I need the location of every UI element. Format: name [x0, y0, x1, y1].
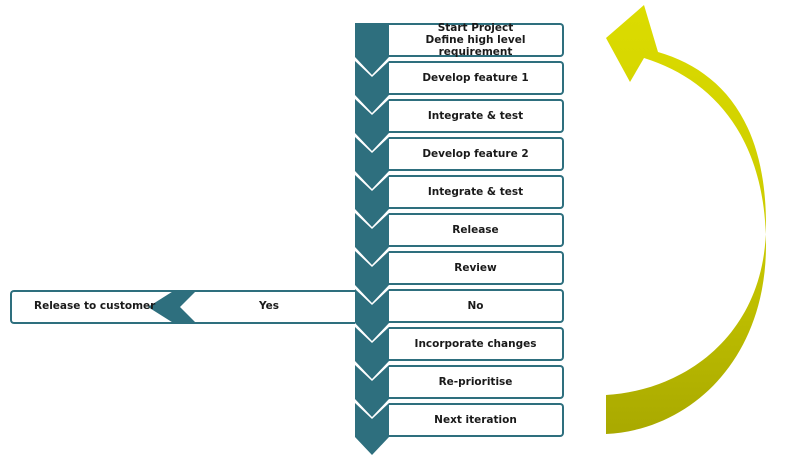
- step-label: Develop feature 1: [422, 72, 529, 84]
- step-label: Release: [452, 224, 499, 236]
- yes-label: Yes: [259, 300, 280, 312]
- step-chevron: [355, 213, 389, 265]
- step-box: No: [389, 289, 564, 323]
- step-box: Develop feature 1: [389, 61, 564, 95]
- step-box: Review: [389, 251, 564, 285]
- step-label: Integrate & test: [427, 186, 524, 198]
- step-chevron: [355, 137, 389, 189]
- step-chevron: [355, 61, 389, 113]
- step-label: Develop feature 2: [422, 148, 529, 160]
- step-chevron: [355, 403, 389, 455]
- step-chevron: [355, 175, 389, 227]
- step-box: Release: [389, 213, 564, 247]
- step-chevron: [355, 23, 389, 75]
- step-box: Next iteration: [389, 403, 564, 437]
- step-chevron: [355, 365, 389, 417]
- step-label: Re-prioritise: [438, 376, 513, 388]
- step-chevron: [355, 289, 389, 341]
- step-label: Start Project: [437, 22, 514, 34]
- step-label-secondary: Define high level requirement: [425, 34, 526, 58]
- step-label: Review: [454, 262, 497, 274]
- step-box: Incorporate changes: [389, 327, 564, 361]
- step-chevron: [355, 99, 389, 151]
- step-label: Integrate & test: [427, 110, 524, 122]
- yes-branch-box: [10, 290, 355, 324]
- yes-branch-chevron: [148, 290, 197, 324]
- iteration-loop-arrow: [606, 5, 766, 434]
- step-label: No: [467, 300, 484, 312]
- step-box: Re-prioritise: [389, 365, 564, 399]
- step-box: Integrate & test: [389, 99, 564, 133]
- release-to-customer-label: Release to customer: [34, 300, 156, 312]
- step-box: Develop feature 2: [389, 137, 564, 171]
- step-label: Incorporate changes: [414, 338, 537, 350]
- step-chevron: [355, 327, 389, 379]
- chevron-column: [355, 23, 389, 455]
- step-box: Integrate & test: [389, 175, 564, 209]
- step-label: Next iteration: [434, 414, 517, 426]
- step-chevron: [355, 251, 389, 303]
